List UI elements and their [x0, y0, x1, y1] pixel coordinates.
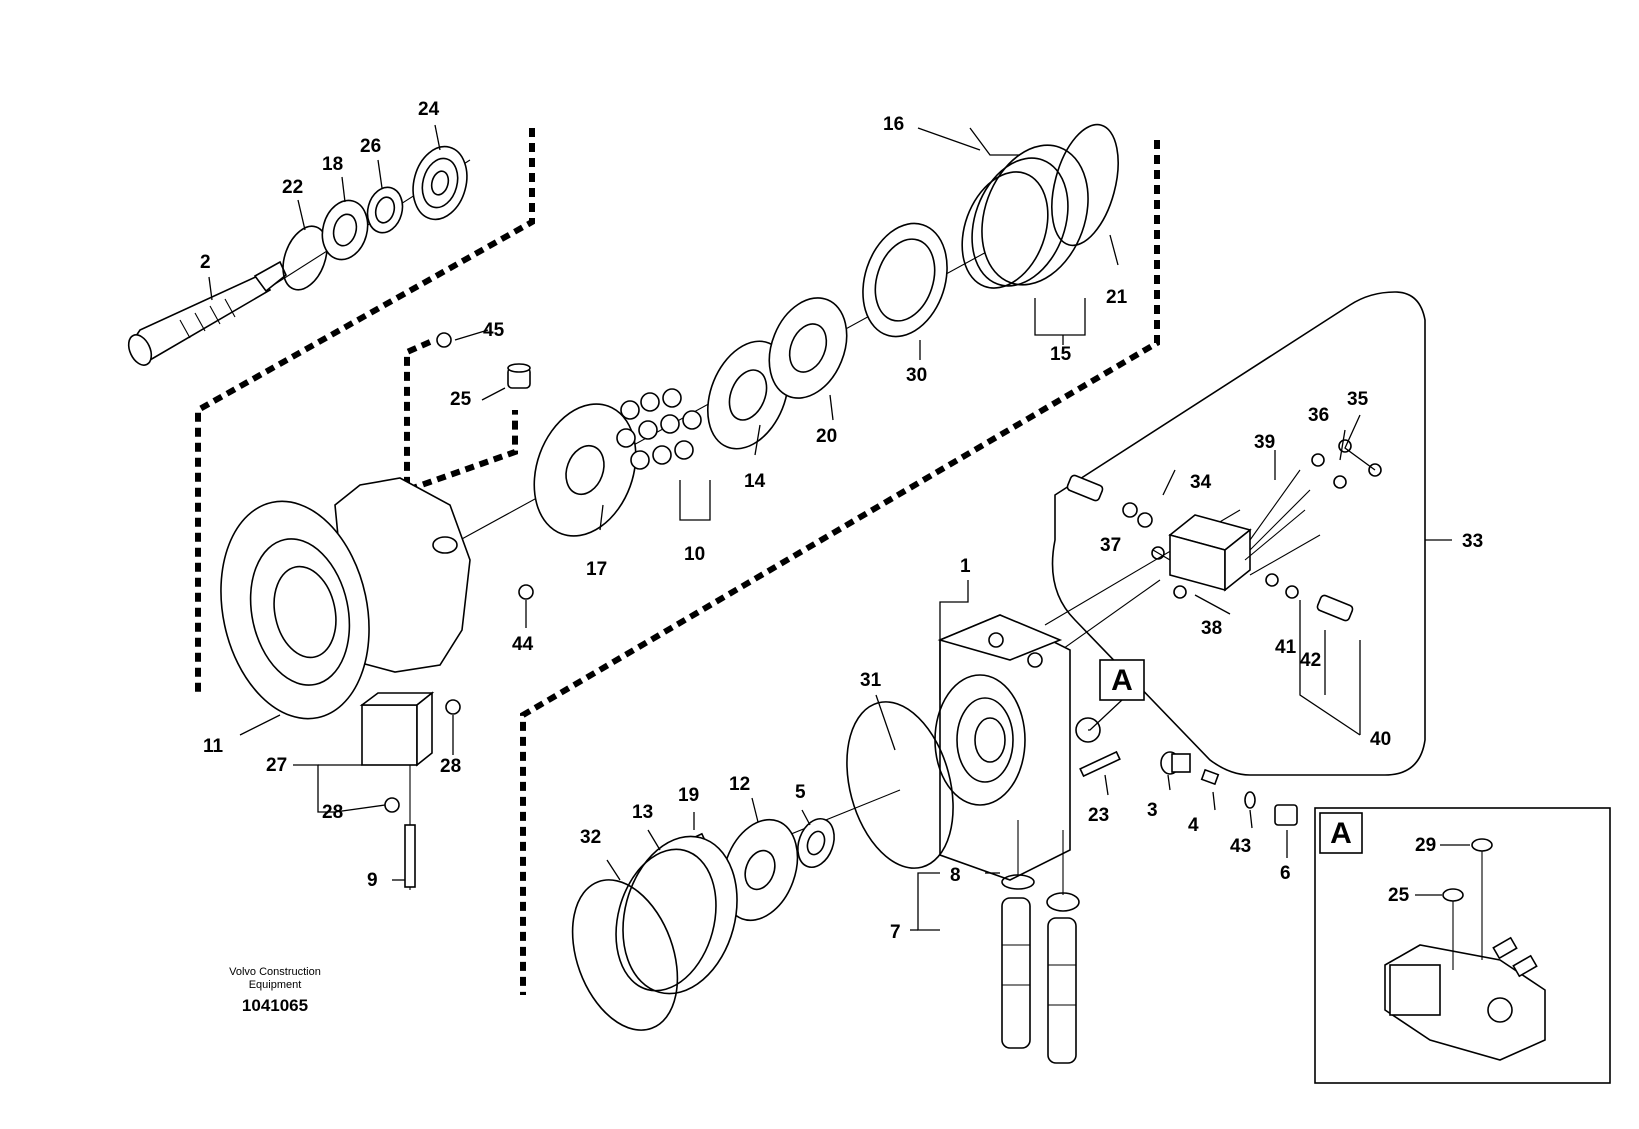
callout-35: 35	[1347, 389, 1369, 410]
callout-32: 32	[580, 827, 601, 848]
callout-labels: 1 2 3 4 5 6 7 8 9 10 11 12 13 14 15 16 1…	[200, 99, 1483, 943]
callout-29: 29	[1415, 835, 1436, 856]
callout-9: 9	[367, 870, 378, 891]
callout-38: 38	[1201, 618, 1222, 639]
callout-10: 10	[684, 544, 705, 565]
callout-28-a: 28	[440, 756, 461, 777]
callout-42: 42	[1300, 650, 1321, 671]
thrust-plate	[533, 403, 637, 537]
callout-19: 19	[678, 785, 699, 806]
callout-33: 33	[1462, 531, 1483, 552]
leader-lines	[208, 124, 1376, 931]
inset-label: A	[1330, 817, 1352, 850]
motor-housing	[220, 477, 471, 890]
callout-36: 36	[1308, 405, 1329, 426]
callout-27: 27	[266, 755, 287, 776]
callout-3: 3	[1147, 800, 1158, 821]
callout-43: 43	[1230, 836, 1251, 857]
front-bearing-stack	[282, 145, 468, 291]
detail-inset-a: A	[1314, 807, 1611, 1084]
callout-39: 39	[1254, 432, 1275, 453]
brake-piston-stack	[571, 817, 835, 1031]
relief-valve-parts	[1079, 750, 1298, 826]
valve-housing	[934, 614, 1101, 881]
callout-23: 23	[1088, 805, 1109, 826]
callout-4: 4	[1188, 815, 1199, 836]
callout-28-b: 28	[322, 802, 343, 823]
valve-block	[1066, 439, 1382, 622]
callout-25: 25	[450, 389, 472, 410]
callout-24: 24	[418, 99, 440, 120]
callout-2: 2	[200, 252, 211, 273]
callout-34: 34	[1190, 472, 1212, 493]
brand-line-2: Equipment	[248, 979, 302, 991]
detail-marker-label: A	[1111, 664, 1133, 697]
callout-20: 20	[816, 426, 837, 447]
document-caption: Volvo Construction Equipment 1041065	[200, 966, 350, 1016]
brand-line-1: Volvo Construction	[229, 966, 321, 978]
callout-41: 41	[1275, 637, 1297, 658]
callout-15: 15	[1050, 344, 1072, 365]
callout-18: 18	[322, 154, 343, 175]
callout-40: 40	[1370, 729, 1391, 750]
detail-marker-a: A	[1088, 659, 1145, 731]
callout-26: 26	[360, 136, 381, 157]
callout-11: 11	[203, 736, 224, 757]
document-number: 1041065	[241, 996, 309, 1015]
piston-set	[616, 388, 711, 521]
callout-16: 16	[883, 114, 904, 135]
callout-45: 45	[483, 320, 505, 341]
brake-and-gear-assembly	[862, 123, 1119, 338]
callout-12: 12	[729, 774, 750, 795]
callout-30: 30	[906, 365, 927, 386]
callout-13: 13	[632, 802, 653, 823]
callout-14: 14	[744, 471, 766, 492]
o-ring-large	[846, 701, 954, 869]
callout-25-inset: 25	[1388, 885, 1410, 906]
housing-plugs	[384, 332, 534, 813]
callout-7: 7	[890, 922, 901, 943]
callout-44: 44	[512, 634, 534, 655]
valve-detail-outline	[1051, 291, 1452, 776]
dashed-assembly-lines	[195, 128, 1160, 995]
callout-8: 8	[950, 865, 961, 886]
callout-21: 21	[1106, 287, 1128, 308]
spool-valves	[1001, 820, 1080, 1064]
callout-37: 37	[1100, 535, 1121, 556]
callout-22: 22	[282, 177, 303, 198]
valve-plates	[706, 297, 848, 450]
callout-17: 17	[586, 559, 607, 580]
callout-1: 1	[960, 556, 971, 577]
shaft-part	[127, 260, 287, 366]
callout-31: 31	[860, 670, 882, 691]
callout-6: 6	[1280, 863, 1291, 884]
callout-5: 5	[795, 782, 806, 803]
